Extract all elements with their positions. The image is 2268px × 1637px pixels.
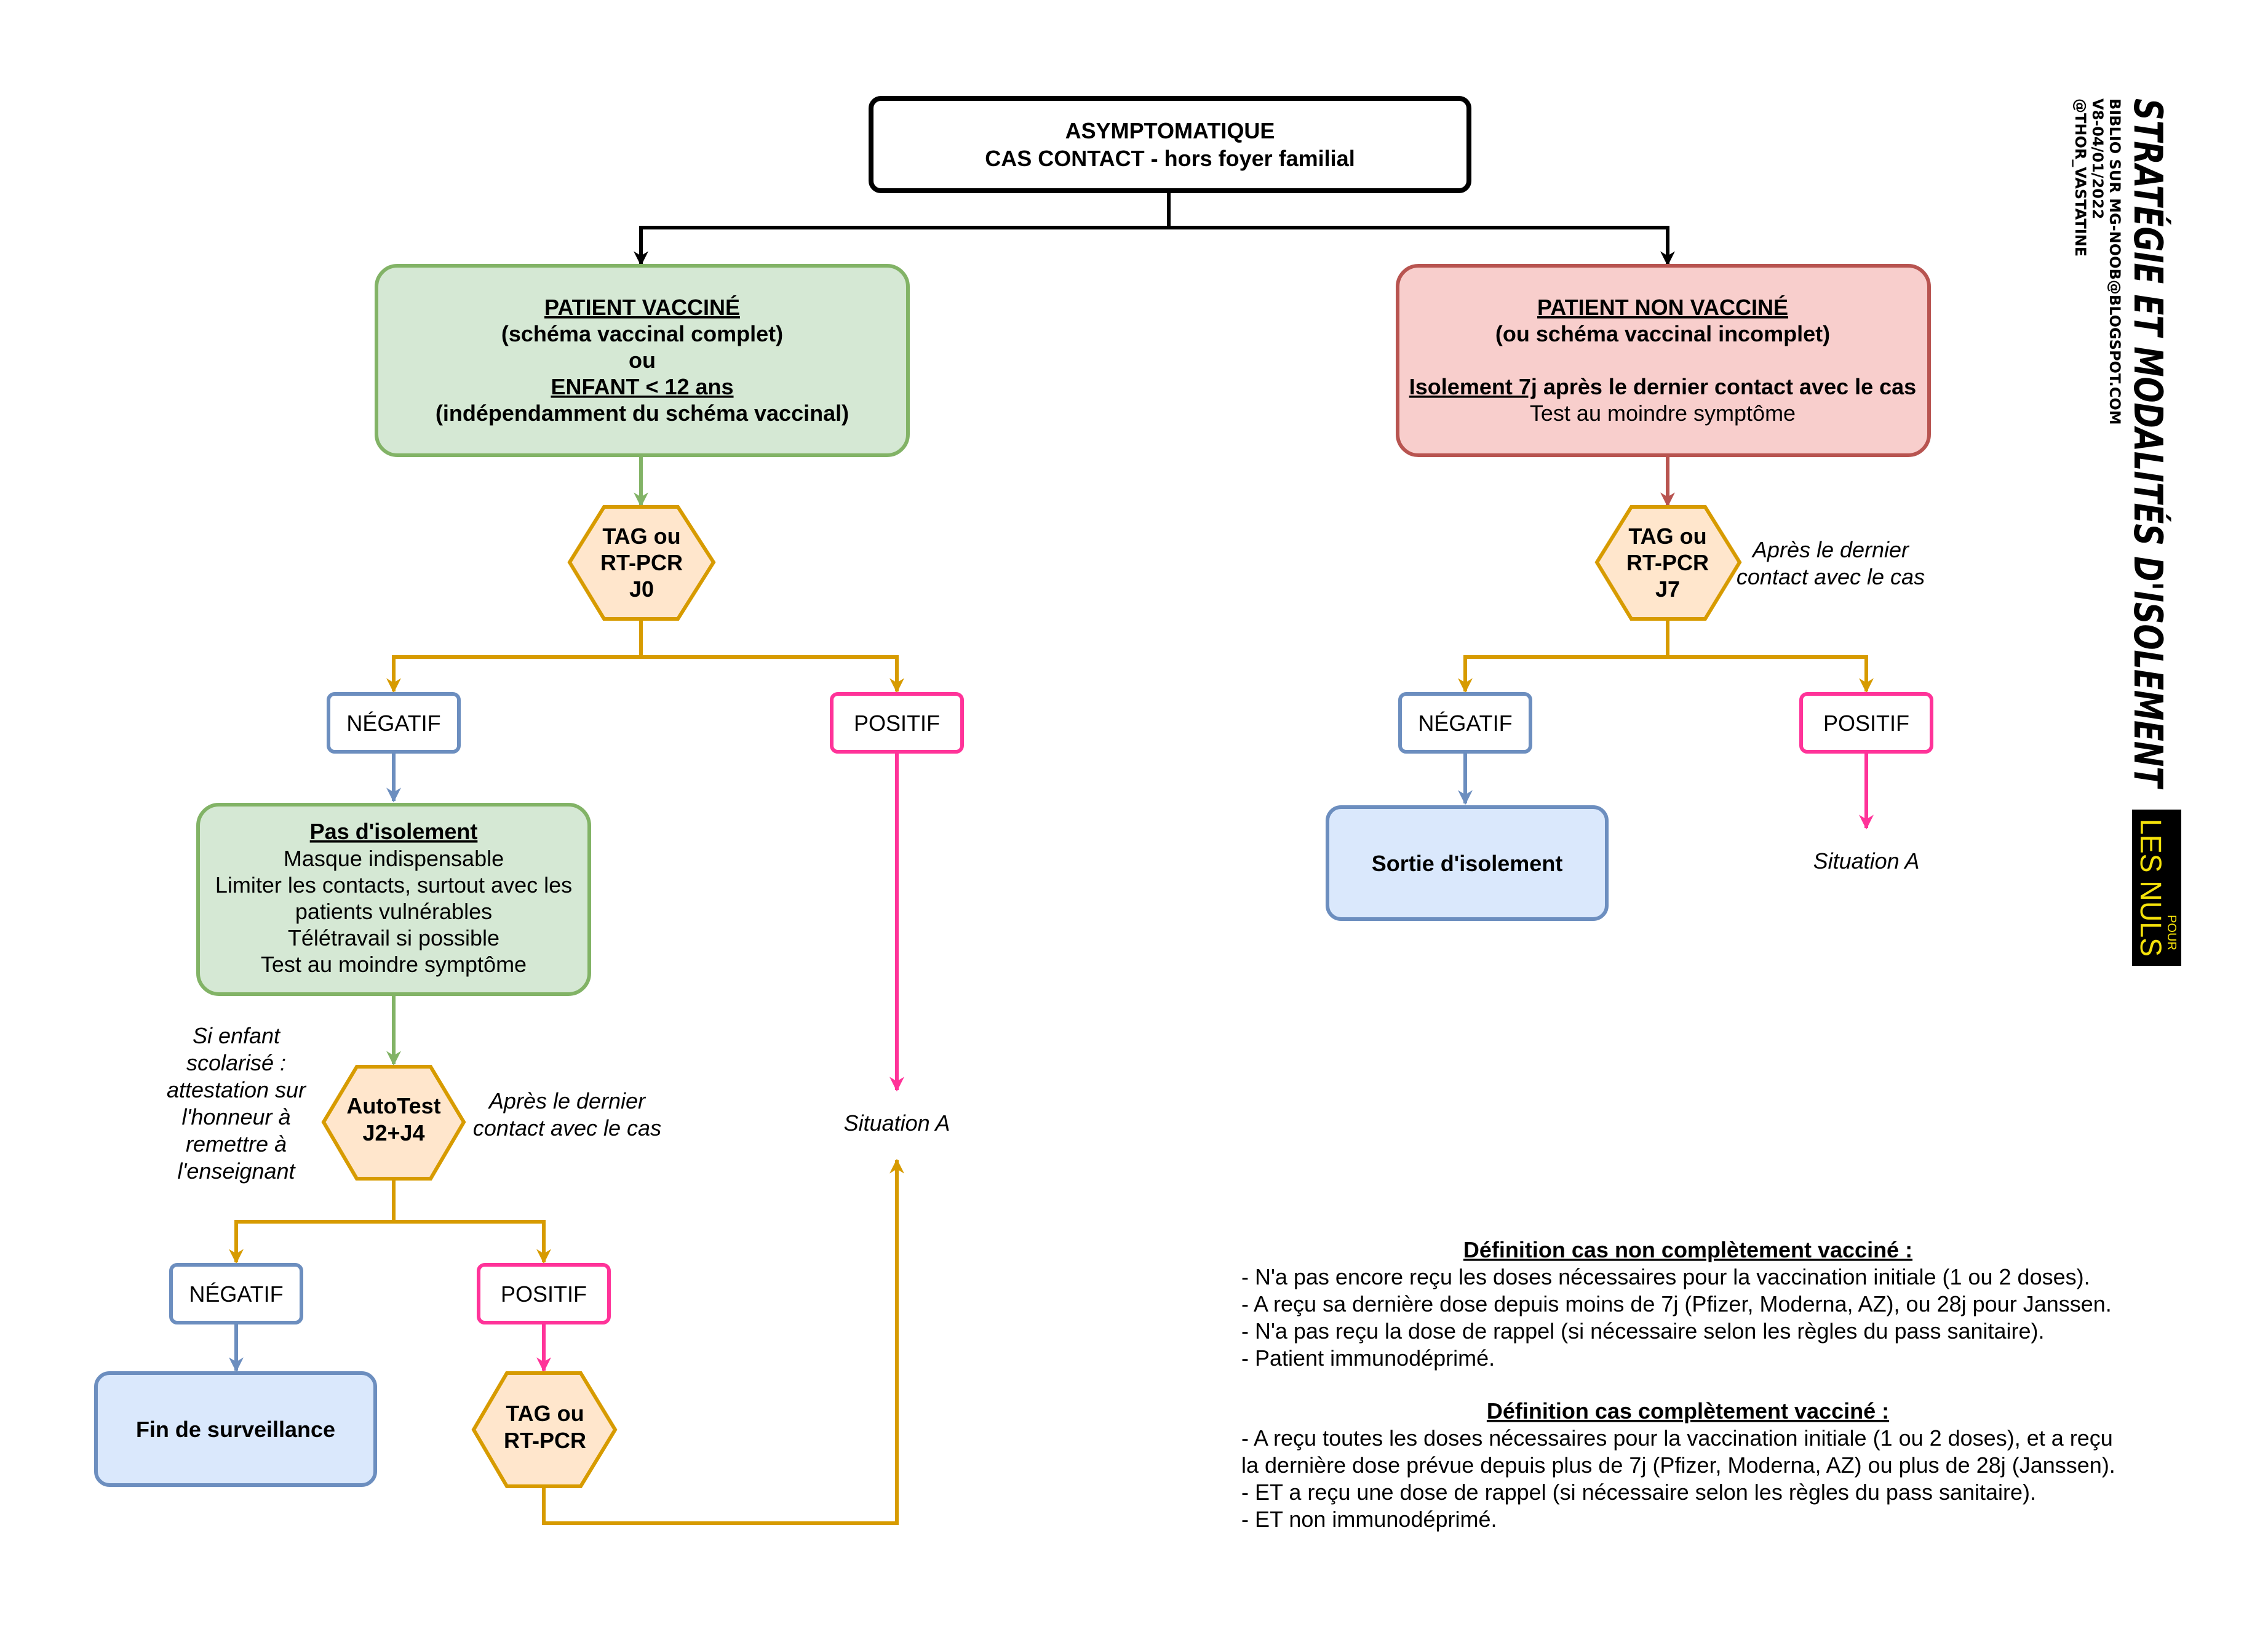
end-surveillance-box: Fin de surveillance [94,1371,377,1487]
child-note-line3: attestation sur [167,1077,307,1102]
autotest-note: Après le dernier contact avec le cas [473,1088,661,1141]
arrow-top-to-vaccinated [634,191,1171,266]
top-box-line2: CAS CONTACT - hors foyer familial [985,146,1355,171]
exit-isolation-label: Sortie d'isolement [1372,851,1563,876]
arrow-test-to-positive [641,655,904,693]
connectors [229,191,1874,1525]
end-surveillance-label: Fin de surveillance [136,1417,335,1442]
child-note-line4: l'honneur à [181,1104,290,1129]
positive-right-label: POSITIF [1823,711,1909,736]
def-incomplete-line1: - N'a pas encore reçu les doses nécessai… [1241,1264,2090,1289]
arrow-test-j7-to-negative [1458,619,1669,693]
test-j7-note-line1: Après le dernier [1751,537,1910,562]
logo-top-text: POUR [2165,915,2178,950]
autotest-line1: AutoTest [346,1093,440,1118]
def-incomplete-line4: - Patient immunodéprimé. [1241,1345,1495,1371]
autotest-note-line2: contact avec le cas [473,1115,661,1141]
test-j7-line1: TAG ou [1628,524,1706,549]
vaccinated-line5: (indépendamment du schéma vaccinal) [436,400,849,426]
test-j7-line3: J7 [1655,576,1680,602]
negative-label: NÉGATIF [346,711,440,736]
negative-box: NÉGATIF [327,692,461,754]
test2-line2: RT-PCR [504,1428,586,1453]
exit-isolation-box: Sortie d'isolement [1326,805,1609,921]
arrow-autotest-to-positive [394,1220,551,1264]
vertical-title-line1: BIBLIO SUR MG-NOOB@BLOGSPOT.COM [2106,98,2123,425]
unvaccinated-box: PATIENT NON VACCINÉ (ou schéma vaccinal … [1396,264,1931,457]
def-complete-line1: - A reçu toutes les doses nécessaires po… [1241,1425,2113,1451]
test-j7-line2: RT-PCR [1626,550,1709,575]
situation-a-right-label: Situation A [1813,848,1920,874]
autotest-line2: J2+J4 [362,1120,424,1145]
top-box-line1: ASYMPTOMATIQUE [1065,118,1275,143]
negative2-label: NÉGATIF [189,1281,283,1307]
positive2-box: POSITIF [477,1263,611,1324]
situation-a-label: Situation A [844,1110,950,1136]
test-j7-note-line2: contact avec le cas [1737,564,1925,589]
pour-les-nuls-logo: POUR LES NULS [2132,810,2181,966]
arrow-top-to-unvaccinated [1169,226,1675,266]
autotest-hexagon: AutoTest J2+J4 [321,1065,466,1181]
arrow-test-to-negative [386,619,643,693]
no-isolation-line4: Télétravail si possible [288,925,499,950]
top-box: ASYMPTOMATIQUE CAS CONTACT - hors foyer … [869,96,1471,193]
def-incomplete-line2: - A reçu sa dernière dose depuis moins d… [1241,1291,2112,1316]
positive-right-box: POSITIF [1799,692,1933,754]
vaccinated-header: PATIENT VACCINÉ [544,295,740,320]
test2-hexagon: TAG ou RT-PCR [471,1371,618,1488]
isolation-7j-rest: après le dernier contact avec le cas [1537,374,1916,399]
no-isolation-line2: Limiter les contacts, surtout avec les [215,872,572,898]
no-isolation-box: Pas d'isolement Masque indispensable Lim… [196,803,591,996]
vaccinated-box: PATIENT VACCINÉ (schéma vaccinal complet… [375,264,910,457]
negative-right-label: NÉGATIF [1418,711,1512,736]
isolation-7j: Isolement 7j [1409,374,1537,399]
child-note-line1: Si enfant [193,1023,281,1048]
test-j0-line3: J0 [629,576,654,602]
child-note-line5: remettre à [186,1131,287,1157]
def-complete-line2: la dernière dose prévue depuis plus de 7… [1241,1452,2115,1478]
unvaccinated-line3: Isolement 7j après le dernier contact av… [1409,374,1916,399]
def-complete-title: Définition cas complètement vacciné : [1487,1398,1889,1424]
vertical-title-main: STRATÉGIE ET MODALITÉS D'ISOLEMENT [2125,98,2171,789]
test-j7-hexagon: TAG ou RT-PCR J7 [1594,505,1742,621]
no-isolation-line5: Test au moindre symptôme [261,952,527,977]
no-isolation-line3: patients vulnérables [295,899,492,924]
def-incomplete-title: Définition cas non complètement vacciné … [1463,1237,1912,1262]
test-j7-note: Après le dernier contact avec le cas [1737,537,1925,589]
arrow-test2-to-situation-a [542,1158,904,1525]
no-isolation-header: Pas d'isolement [310,819,478,844]
test2-line1: TAG ou [506,1401,584,1426]
no-isolation-line1: Masque indispensable [284,846,504,871]
definitions: Définition cas non complètement vacciné … [1241,1237,2115,1532]
vertical-title-line2: V8-04/01/2022 [2089,98,2106,219]
positive-box: POSITIF [830,692,964,754]
logo-main-text: LES NULS [2134,819,2167,957]
unvaccinated-line4: Test au moindre symptôme [1530,400,1796,426]
unvaccinated-line2: (ou schéma vaccinal incomplet) [1495,321,1830,346]
arrow-test-j7-to-positive [1668,655,1874,693]
positive-label: POSITIF [854,711,940,736]
child-note-line2: scolarisé : [186,1050,286,1075]
test-j0-line2: RT-PCR [600,550,683,575]
arrow-autotest-to-negative [229,1179,396,1264]
def-complete-line4: - ET non immunodéprimé. [1241,1507,1497,1532]
def-complete-line3: - ET a reçu une dose de rappel (si néces… [1241,1480,2036,1505]
child-note: Si enfant scolarisé : attestation sur l'… [167,1023,307,1184]
negative-right-box: NÉGATIF [1398,692,1532,754]
vertical-title-line3: @THOR_VASTATINE [2072,98,2089,257]
test-j0-line1: TAG ou [602,524,680,549]
unvaccinated-header: PATIENT NON VACCINÉ [1537,295,1788,320]
vaccinated-line4: ENFANT < 12 ans [551,374,733,399]
positive2-label: POSITIF [501,1281,587,1307]
negative2-box: NÉGATIF [169,1263,303,1324]
autotest-note-line1: Après le dernier [488,1088,647,1113]
vaccinated-line2: (schéma vaccinal complet) [501,321,783,346]
vertical-title: STRATÉGIE ET MODALITÉS D'ISOLEMENT BIBLI… [2072,98,2171,789]
vaccinated-line3: ou [629,348,656,373]
def-incomplete-line3: - N'a pas reçu la dose de rappel (si néc… [1241,1318,2045,1344]
child-note-line6: l'enseignant [177,1158,296,1184]
test-j0-hexagon: TAG ou RT-PCR J0 [567,505,716,621]
